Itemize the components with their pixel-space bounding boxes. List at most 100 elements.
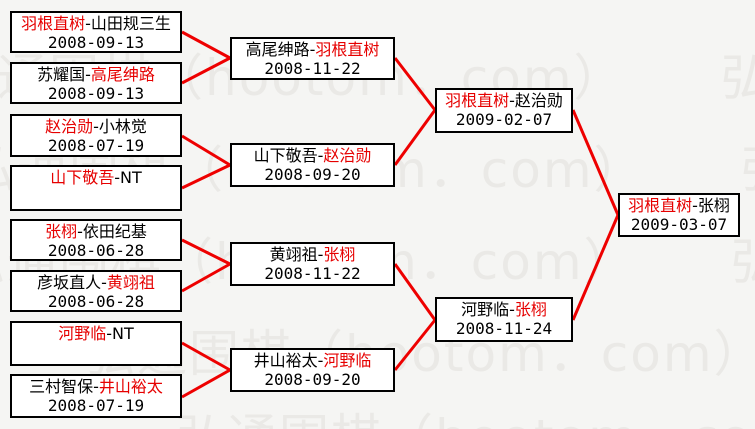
player2-name: 张栩 bbox=[697, 196, 730, 215]
player2-name: 张栩 bbox=[323, 245, 356, 264]
connector-line bbox=[181, 30, 231, 60]
match-players: 张栩-依田纪基 bbox=[12, 222, 180, 241]
player1-name: 高尾绅路 bbox=[245, 40, 310, 59]
player2-name: 山田规三生 bbox=[90, 14, 171, 33]
match-players: 高尾绅路-羽根直树 bbox=[232, 40, 393, 59]
match-box-final: 羽根直树-张栩 2009-03-07 bbox=[618, 193, 740, 237]
match-players: 井山裕太-河野临 bbox=[232, 351, 393, 370]
player2-name: 小林觉 bbox=[98, 117, 147, 136]
player1-name: 羽根直树 bbox=[628, 196, 693, 215]
player1-name: 河野临 bbox=[461, 300, 510, 319]
player2-name: 井山裕太 bbox=[98, 377, 163, 396]
connector-line bbox=[571, 214, 620, 321]
player2-name: 河野临 bbox=[323, 351, 372, 370]
player2-name: 依田纪基 bbox=[82, 222, 147, 241]
player1-name: 赵治勋 bbox=[45, 117, 94, 136]
match-box-r2-3: 黄翊祖-张栩 2008-11-22 bbox=[230, 242, 395, 286]
player1-name: 山下敬吾 bbox=[253, 146, 318, 165]
player2-name: 黄翊祖 bbox=[106, 273, 155, 292]
match-players: 彦坂直人-黄翊祖 bbox=[12, 273, 180, 292]
match-players: 三村智保-井山裕太 bbox=[12, 377, 180, 396]
name-separator: - bbox=[317, 351, 324, 370]
name-separator: - bbox=[692, 196, 698, 215]
connector-line bbox=[393, 57, 437, 111]
player1-name: 黄翊祖 bbox=[269, 245, 318, 264]
player2-name: NT bbox=[112, 324, 134, 343]
watermark-text: 弘通围棋（hootom．com）弘通围棋（hootom．com） bbox=[175, 398, 755, 429]
name-separator: - bbox=[106, 324, 113, 343]
match-date: 2008-07-19 bbox=[47, 136, 145, 155]
connector-line bbox=[181, 134, 231, 167]
match-players: 羽根直树-赵治勋 bbox=[437, 91, 571, 110]
match-box-r1-3: 赵治勋-小林觉 2008-07-19 bbox=[10, 114, 182, 157]
match-players: 羽根直树-张栩 bbox=[620, 196, 738, 215]
match-box-r1-2: 苏耀国-高尾绅路 2008-09-13 bbox=[10, 62, 182, 104]
name-separator: - bbox=[114, 168, 121, 187]
match-box-r1-6: 彦坂直人-黄翊祖 2008-06-28 bbox=[10, 270, 182, 312]
name-separator: - bbox=[101, 273, 107, 292]
match-players: 苏耀国-高尾绅路 bbox=[12, 65, 180, 84]
match-box-r1-8: 三村智保-井山裕太 2008-07-19 bbox=[10, 374, 182, 418]
player1-name: 苏耀国 bbox=[37, 65, 86, 84]
match-players: 山下敬吾-赵治勋 bbox=[232, 146, 393, 165]
player2-name: NT bbox=[120, 168, 142, 187]
match-players: 河野临-张栩 bbox=[437, 300, 571, 319]
player1-name: 彦坂直人 bbox=[37, 273, 102, 292]
connector-line bbox=[181, 163, 231, 190]
match-box-r1-1: 羽根直树-山田规三生 2008-09-13 bbox=[10, 11, 182, 53]
match-date: 2008-11-22 bbox=[264, 264, 361, 283]
match-date: 2008-09-13 bbox=[47, 84, 145, 103]
name-separator: - bbox=[309, 40, 316, 59]
match-date: 2008-09-20 bbox=[264, 370, 361, 389]
match-box-r1-5: 张栩-依田纪基 2008-06-28 bbox=[10, 219, 182, 261]
match-date: 2008-06-28 bbox=[47, 241, 145, 260]
match-date: 2008-11-24 bbox=[455, 319, 553, 338]
name-separator: - bbox=[509, 91, 515, 110]
player1-name: 羽根直树 bbox=[21, 14, 86, 33]
match-date bbox=[12, 343, 180, 362]
name-separator: - bbox=[93, 117, 99, 136]
name-separator: - bbox=[85, 14, 91, 33]
match-date: 2008-09-20 bbox=[264, 165, 361, 184]
match-box-r2-4: 井山裕太-河野临 2008-09-20 bbox=[230, 348, 395, 392]
match-players: 山下敬吾-NT bbox=[12, 168, 180, 187]
name-separator: - bbox=[509, 300, 515, 319]
match-box-sf-2: 河野临-张栩 2008-11-24 bbox=[435, 297, 573, 342]
connector-line bbox=[181, 262, 231, 293]
name-separator: - bbox=[317, 245, 324, 264]
player1-name: 张栩 bbox=[45, 222, 78, 241]
match-box-r1-4: 山下敬吾-NT bbox=[10, 165, 182, 211]
match-box-r1-7: 河野临-NT bbox=[10, 321, 182, 366]
match-players: 羽根直树-山田规三生 bbox=[12, 14, 180, 33]
name-separator: - bbox=[93, 377, 99, 396]
player1-name: 井山裕太 bbox=[253, 351, 318, 370]
match-box-sf-1: 羽根直树-赵治勋 2009-02-07 bbox=[435, 88, 573, 133]
match-date bbox=[12, 187, 180, 206]
player1-name: 河野临 bbox=[58, 324, 107, 343]
connector-line bbox=[393, 319, 437, 371]
connector-line bbox=[181, 368, 231, 399]
match-players: 河野临-NT bbox=[12, 324, 180, 343]
match-box-r2-1: 高尾绅路-羽根直树 2008-11-22 bbox=[230, 37, 395, 80]
match-date: 2008-09-13 bbox=[47, 33, 145, 52]
player2-name: 赵治勋 bbox=[514, 91, 563, 110]
name-separator: - bbox=[317, 146, 324, 165]
match-date: 2009-02-07 bbox=[455, 110, 553, 129]
match-date: 2008-06-28 bbox=[47, 292, 145, 311]
match-players: 黄翊祖-张栩 bbox=[232, 245, 393, 264]
player2-name: 高尾绅路 bbox=[90, 65, 155, 84]
connector-line bbox=[571, 109, 620, 216]
player1-name: 三村智保 bbox=[29, 377, 94, 396]
match-date: 2008-11-22 bbox=[264, 59, 361, 78]
player2-name: 羽根直树 bbox=[315, 40, 380, 59]
watermark-text: 弘通围棋（hootom．com）弘通围棋（hootom．com） bbox=[85, 325, 755, 383]
connector-line bbox=[181, 341, 231, 372]
name-separator: - bbox=[85, 65, 91, 84]
match-date: 2009-03-07 bbox=[630, 215, 728, 234]
player1-name: 山下敬吾 bbox=[50, 168, 115, 187]
match-date: 2008-07-19 bbox=[47, 396, 145, 415]
connector-line bbox=[393, 263, 437, 321]
match-box-r2-2: 山下敬吾-赵治勋 2008-09-20 bbox=[230, 143, 395, 187]
